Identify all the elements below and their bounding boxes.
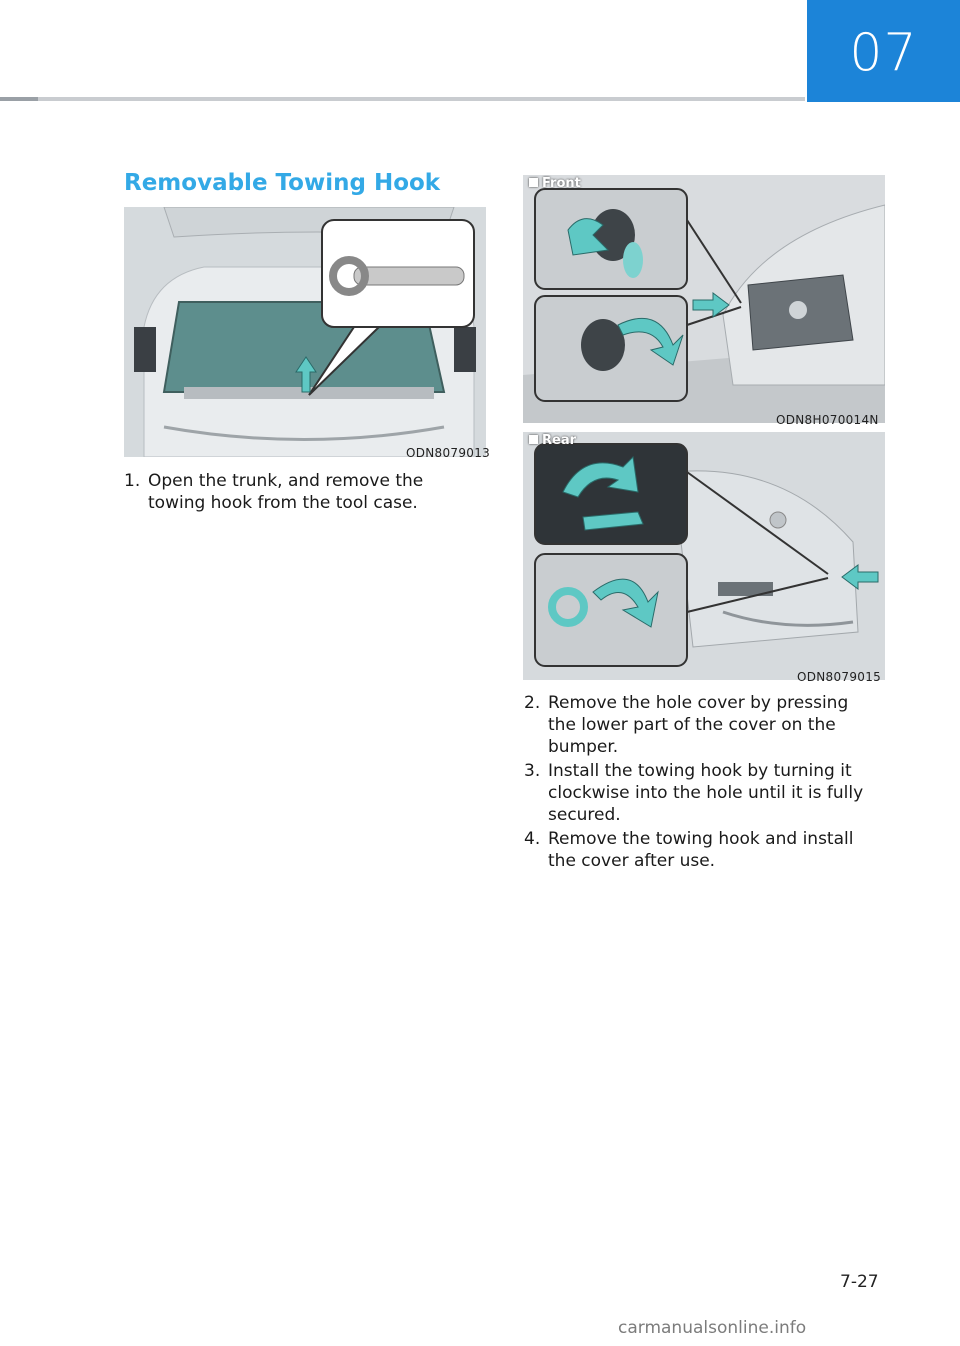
trunk-figure-code: ODN8079013 — [406, 446, 491, 460]
step-3-text: Install the towing hook by turning it cl… — [548, 761, 864, 825]
front-figure: Front — [523, 175, 885, 423]
rear-label-text: Rear — [542, 433, 577, 448]
step-1-text: Open the trunk, and remove the towing ho… — [148, 471, 424, 513]
rear-figure-label: Rear — [529, 433, 576, 448]
step-2: 2. Remove the hole cover by pressing the… — [524, 692, 880, 758]
step-3: 3. Install the towing hook by turning it… — [524, 760, 880, 826]
step-1: 1. Open the trunk, and remove the towing… — [124, 470, 464, 514]
step-2-number: 2. — [524, 693, 541, 713]
section-title: Removable Towing Hook — [124, 170, 441, 196]
trunk-figure — [124, 207, 486, 457]
square-bullet-icon — [529, 435, 538, 444]
front-illustration — [523, 175, 885, 423]
step-4-text: Remove the towing hook and install the c… — [548, 829, 854, 871]
rear-figure: Rear — [523, 432, 885, 680]
step-1-number: 1. — [124, 471, 141, 491]
front-figure-code: ODN8H070014N — [776, 413, 879, 427]
rear-illustration — [523, 432, 885, 680]
rear-figure-code: ODN8079015 — [797, 670, 882, 684]
front-label-text: Front — [542, 176, 581, 191]
watermark: carmanualsonline.info — [618, 1318, 807, 1338]
step-4: 4. Remove the towing hook and install th… — [524, 828, 880, 872]
page-number: 7-27 — [840, 1272, 879, 1292]
square-bullet-icon — [529, 178, 538, 187]
chapter-tab: 07 — [807, 0, 960, 102]
header-rule — [0, 97, 805, 101]
trunk-illustration — [124, 207, 486, 457]
step-2-text: Remove the hole cover by pressing the lo… — [548, 693, 849, 757]
step-3-number: 3. — [524, 761, 541, 781]
step-4-number: 4. — [524, 829, 541, 849]
front-figure-label: Front — [529, 176, 581, 191]
